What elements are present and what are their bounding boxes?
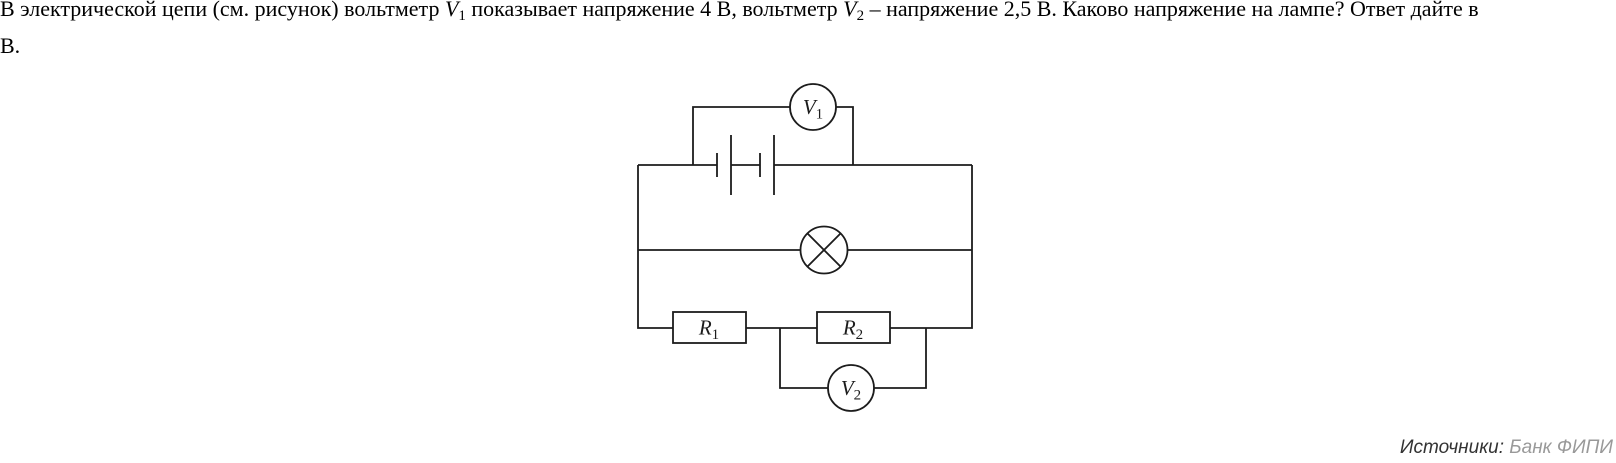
resistor2-label: R2 (842, 316, 863, 344)
wire-main-loop (637, 165, 973, 329)
problem-line-1: В электрической цепи (см. рисунок) вольт… (0, 0, 1616, 31)
resistor1-label: R1 (698, 316, 719, 344)
lamp-cross (806, 232, 842, 268)
voltmeter-v2: V2 (827, 364, 875, 412)
wire-voltmeter1-branch (692, 106, 854, 165)
battery-icon (716, 135, 775, 195)
voltmeter-v1: V1 (789, 83, 837, 131)
voltmeter1-label: V1 (803, 95, 823, 123)
problem-text-4: В. (0, 33, 21, 58)
voltmeter2-circle-icon (827, 364, 875, 412)
source-label: Источники: (1399, 437, 1505, 458)
resistor-r1: R1 (672, 311, 747, 344)
source-value: Банк ФИПИ (1509, 437, 1613, 458)
voltmeter2-label: V2 (841, 376, 861, 404)
resistor2-box (816, 311, 891, 344)
math-v2-letter: V (843, 0, 857, 21)
resistor1-box (672, 311, 747, 344)
problem-line-2: В. (0, 31, 1616, 61)
problem-text-3: – напряжение 2,5 В. Каково напряжение на… (864, 0, 1479, 21)
math-v1-subscript: 1 (458, 8, 466, 24)
problem-text-1: В электрической цепи (см. рисунок) вольт… (0, 0, 445, 21)
lamp-icon (799, 225, 849, 275)
math-v2-subscript: 2 (856, 8, 865, 24)
problem-statement: В электрической цепи (см. рисунок) вольт… (0, 0, 1616, 61)
voltmeter1-circle-icon (789, 83, 837, 131)
source-attribution: Источники: Банк ФИПИ (1400, 437, 1613, 459)
math-v1-letter: V (444, 0, 459, 21)
resistor-r2: R2 (816, 311, 891, 344)
problem-text-2: показывает напряжение 4 В, вольтметр (465, 0, 844, 21)
